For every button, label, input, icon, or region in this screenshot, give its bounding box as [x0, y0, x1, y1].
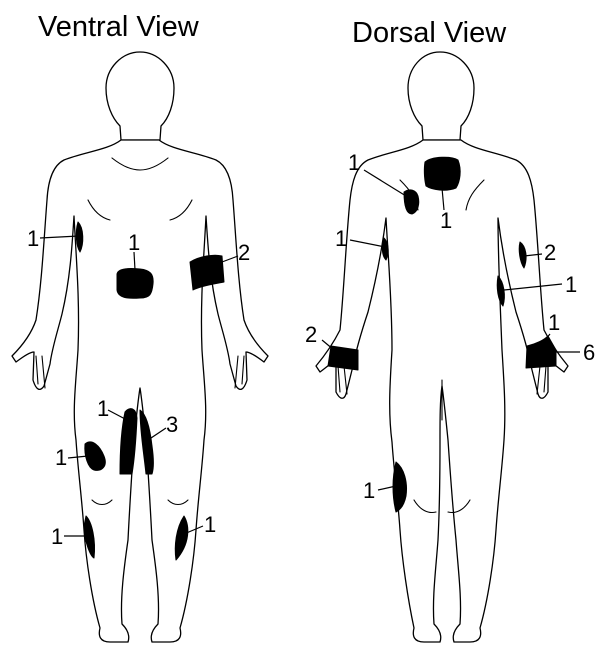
ventral-label-right-thigh: 1	[55, 445, 67, 470]
dorsal-view-title: Dorsal View	[352, 17, 507, 49]
dorsal-label-left-upper-arm: 1	[335, 226, 347, 251]
dorsal-figure	[316, 52, 580, 642]
ventral-label-right-shin: 1	[51, 524, 63, 549]
ventral-label-left-inner-thigh: 3	[166, 412, 178, 437]
ventral-label-left-shin: 1	[204, 512, 216, 537]
ventral-label-right-upper-arm: 1	[27, 226, 39, 251]
dorsal-label-right-forearm: 1	[565, 272, 577, 297]
dorsal-label-shoulder: 1	[348, 150, 360, 175]
ventral-label-abdomen: 1	[128, 230, 140, 255]
ventral-label-left-upper-arm: 2	[238, 240, 250, 265]
ventral-view-title: Ventral View	[38, 11, 200, 43]
dorsal-label-left-wrist: 2	[305, 322, 317, 347]
ventral-label-right-inner-thigh: 1	[97, 396, 109, 421]
ventral-figure	[12, 52, 268, 642]
dorsal-label-right-upper-arm: 2	[544, 240, 556, 265]
dorsal-label-upper-back: 1	[440, 208, 452, 233]
dorsal-label-thigh: 1	[363, 478, 375, 503]
dorsal-label-right-wrist-upper: 1	[548, 310, 560, 335]
dorsal-label-right-wrist: 6	[583, 340, 595, 365]
